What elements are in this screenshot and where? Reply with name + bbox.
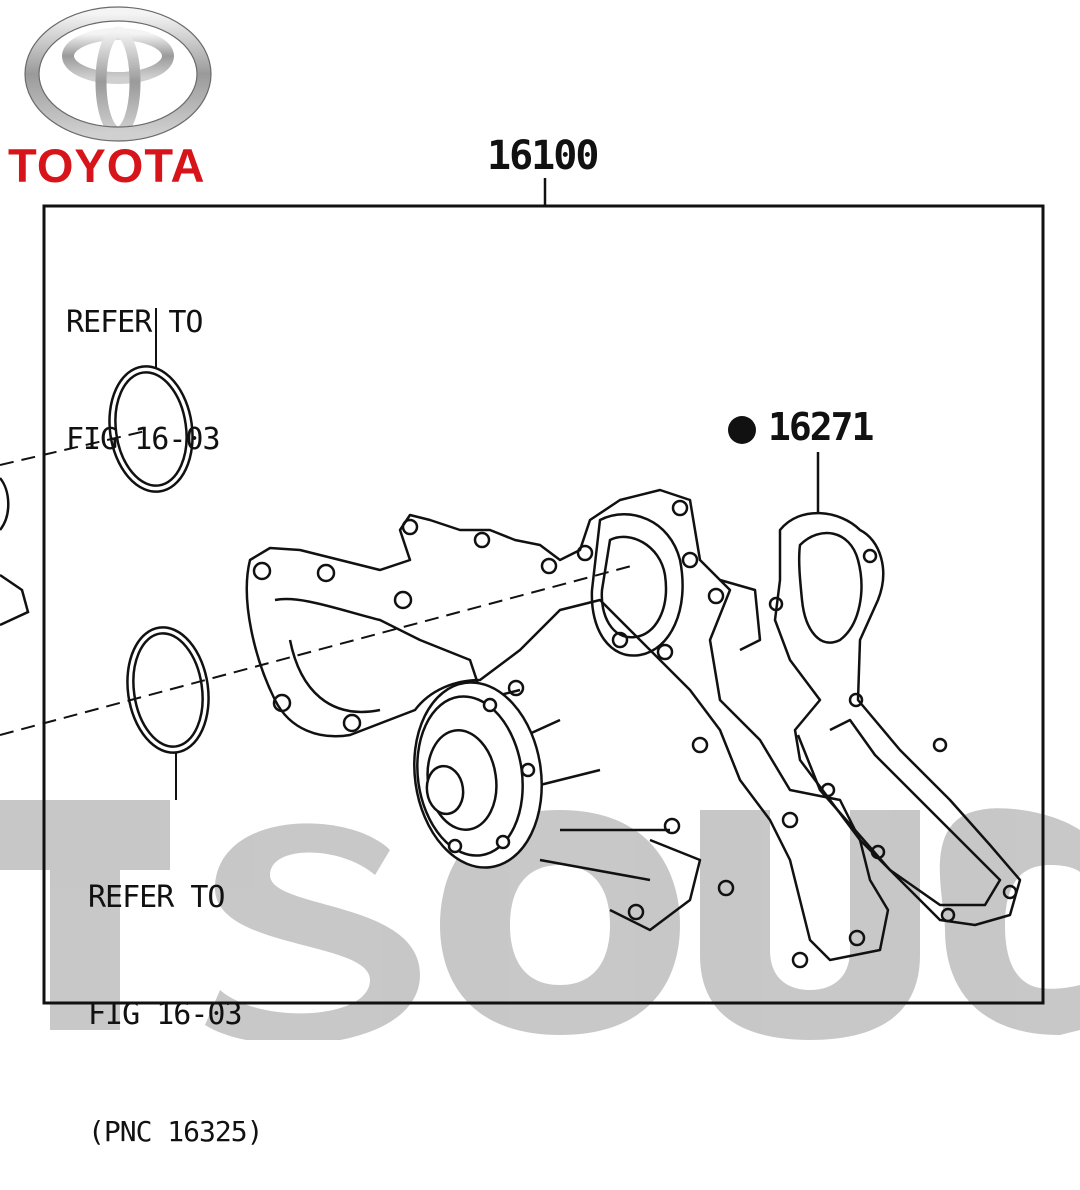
toyota-wordmark: TOYOTA bbox=[8, 139, 206, 192]
adjacent-part-left bbox=[0, 477, 30, 627]
exploded-diagram bbox=[0, 178, 1045, 1005]
reference-note-bottom[interactable]: REFER TO FIG 16-03 (PNC 16325) bbox=[88, 800, 263, 1190]
watermark-letter-o bbox=[440, 810, 680, 1035]
gasket-16271 bbox=[768, 511, 1022, 927]
assembly-part-number[interactable]: 16100 bbox=[487, 133, 599, 179]
watermark-letter-t-stem bbox=[50, 800, 120, 1030]
reference-bottom-line1: REFER TO bbox=[88, 880, 226, 915]
gasket-part-number[interactable]: 16271 bbox=[768, 405, 874, 449]
toyota-logo-icon bbox=[24, 6, 212, 142]
reference-top-line2: FIG 16-03 bbox=[66, 422, 221, 457]
assembly-frame bbox=[42, 204, 1045, 1005]
o-ring-top bbox=[108, 365, 194, 493]
bolt-holes bbox=[252, 499, 866, 969]
watermark bbox=[0, 800, 1080, 1040]
reference-bottom-pnc: (PNC 16325) bbox=[88, 1115, 263, 1148]
alignment-lines bbox=[0, 429, 636, 736]
o-ring-bottom bbox=[126, 626, 210, 754]
watermark-letter-u bbox=[700, 810, 920, 1040]
watermark-letter-s bbox=[205, 823, 420, 1040]
non-reusable-dot-icon bbox=[728, 416, 756, 444]
watermark-letter-g bbox=[939, 808, 1080, 1035]
reference-note-top[interactable]: REFER TO FIG 16-03 bbox=[66, 225, 221, 498]
reference-bottom-line2: FIG 16-03 bbox=[88, 997, 243, 1032]
reference-top-line1: REFER TO bbox=[66, 305, 203, 340]
pump-pulley-hub bbox=[413, 681, 543, 869]
